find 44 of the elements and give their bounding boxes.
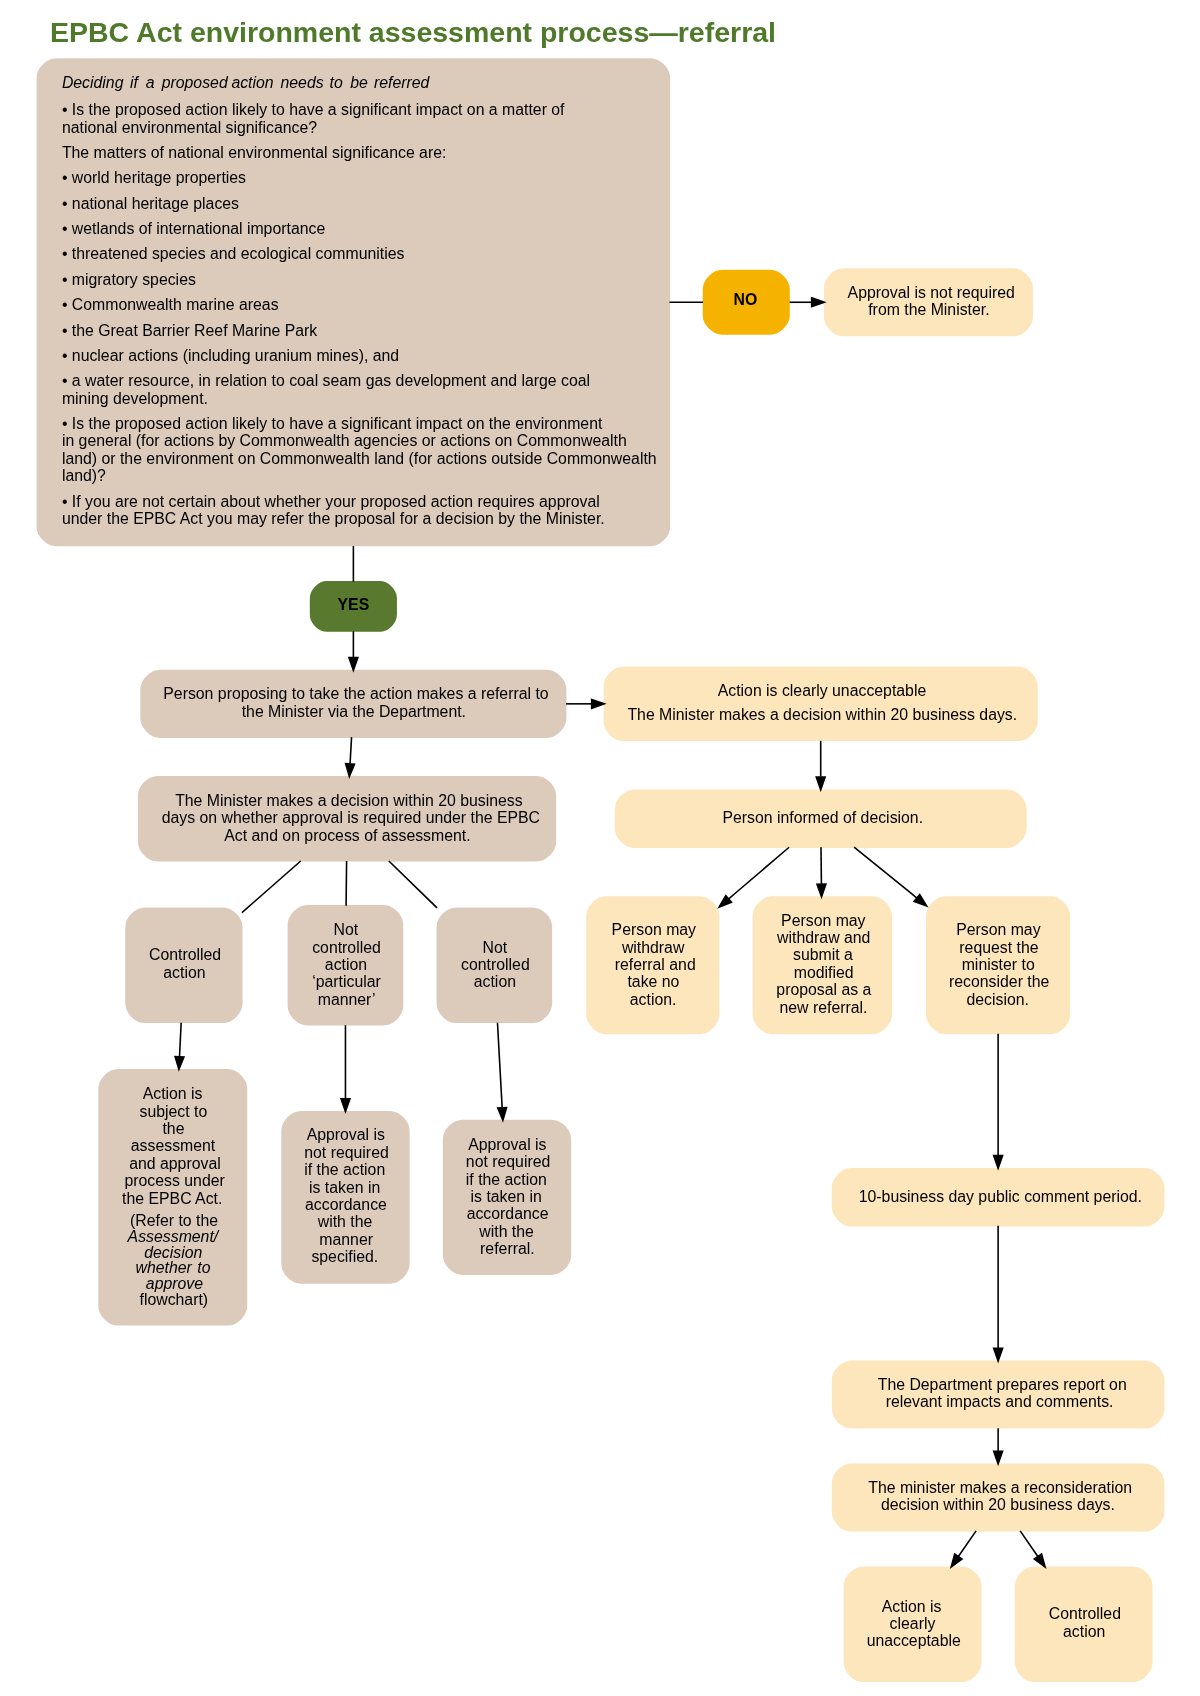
arrow — [992, 1225, 1004, 1364]
arrow — [814, 740, 826, 793]
arrow — [815, 846, 827, 900]
connector — [387, 860, 438, 909]
node-box: The Minister makes a decision within 20 business days on whether approval is required under the EPBC Act and on process of assessment. — [137, 775, 556, 862]
arrow — [992, 1032, 1004, 1171]
arrow — [1018, 1530, 1046, 1569]
diagram-title: EPBC Act environment assessment process—referral — [49, 16, 776, 49]
node-box: Approval is not required if the action is taken in accordance with the manner specified. — [280, 1110, 410, 1284]
arrow — [347, 630, 359, 673]
arrow — [852, 846, 929, 908]
arrow — [344, 736, 356, 779]
node-box: Person informed of decision. — [614, 789, 1027, 848]
node-box: YES — [309, 581, 397, 632]
arrow — [788, 296, 827, 308]
arrow — [992, 1427, 1004, 1467]
node-box: NO — [702, 269, 790, 335]
arrow — [949, 1530, 977, 1569]
node-box: Action is clearly unacceptable The Minister makes a decision within 20 business days. — [603, 666, 1038, 742]
node-box: Action is subject to the assessment and approval process under the EPBC Act. (Refer to the Assessment/ decision whether to approve flowchart) — [97, 1069, 247, 1326]
connector — [668, 301, 704, 304]
node-box: Person proposing to take the action makes a referral to the Minister via the Department. — [139, 669, 566, 738]
node-box: Approval is not required from the Minister. — [823, 268, 1033, 337]
connector — [240, 860, 301, 914]
node-box: Person may withdraw referral and take no action. — [585, 896, 719, 1035]
connector — [344, 860, 347, 907]
arrow — [339, 1024, 351, 1114]
node-box: The Department prepares report on relevant impacts and comments. — [831, 1360, 1164, 1429]
node-box: Not controlled action — [436, 907, 552, 1024]
node-box: Person may request the minister to reconsider the decision. — [925, 896, 1070, 1035]
connector — [352, 545, 354, 583]
node-box: Controlled action — [1014, 1566, 1153, 1683]
node-box: The minister makes a reconsideration decision within 20 business days. — [831, 1463, 1164, 1532]
node-box: Controlled action — [124, 907, 242, 1024]
node-box: Deciding if a proposed action needs to be referred • Is the proposed action likely to have a significant impact on a matter of national environmental significance? The matters of national environmental significance are: • world heritage properties • national heritage places • wetlands of international importance • threatened species and ecological communities • migratory species • Commonwealth marine areas • the Great Barrier Reef Marine Park • nuclear actions (including uranium mines), and • a water resource, in relation to coal seam gas development and large coal mining development. • Is the proposed action likely to have a significant impact on the environment in general (for actions by Commonwealth agencies or actions on Commonwealth land) or the environment on Commonwealth land (for actions outside Commonwealth land)? • If you are not certain about whether your proposed action requires approval under the EPBC Act you may refer the proposal for a decision by the Minister. — [36, 58, 670, 547]
node-box: Action is clearly unacceptable — [843, 1566, 981, 1683]
node-box: 10-business day public comment period. — [831, 1168, 1164, 1227]
arrow — [496, 1022, 508, 1123]
node-box: Approval is not required if the action is taken in accordance with the referral. — [442, 1119, 571, 1275]
arrow — [173, 1022, 185, 1072]
arrow — [564, 698, 607, 710]
node-box: Not controlled action ‘particular manner’ — [287, 905, 403, 1026]
node-box: Person may withdraw and submit a modified proposal as a new referral. — [752, 896, 892, 1035]
arrow — [716, 846, 790, 909]
